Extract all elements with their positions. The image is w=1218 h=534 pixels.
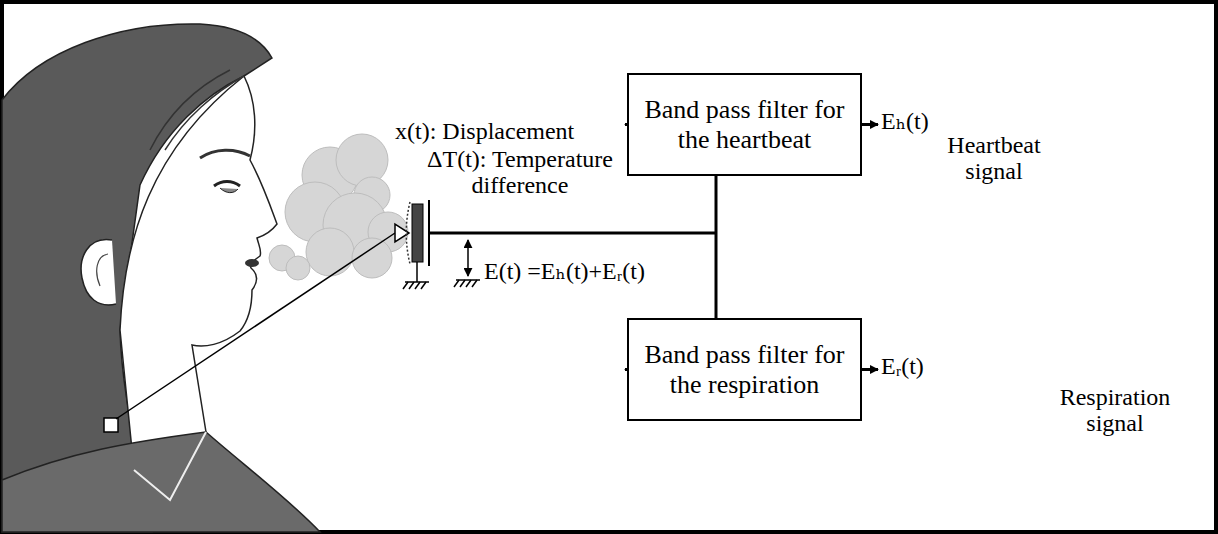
output-label: Respiration signal xyxy=(1040,384,1190,437)
eye xyxy=(220,188,238,193)
output-label: Heartbeat signal xyxy=(935,132,1053,185)
mouth xyxy=(245,259,259,267)
box-text: Band pass filter for the heartbeat xyxy=(644,95,845,155)
eyebrow xyxy=(200,150,250,158)
signal-name: E(t) =Eₕ(t)+Eᵣ(t) xyxy=(484,258,724,284)
output-wire xyxy=(862,123,878,126)
filter-box: Band pass filter for the heartbeat xyxy=(627,73,862,176)
face xyxy=(120,76,277,470)
ear-inner xyxy=(97,254,108,286)
sensor-electrode xyxy=(428,200,430,266)
filter-box: Band pass filter for the respiration xyxy=(627,318,862,421)
collar xyxy=(134,432,206,500)
sensor-element xyxy=(412,204,423,262)
ear xyxy=(81,240,116,305)
box-text: Band pass filter for the respiration xyxy=(644,340,845,400)
hair-strand xyxy=(150,70,244,150)
signal-name: Eᵣ(t) xyxy=(881,353,951,379)
output-wire xyxy=(862,368,878,371)
measurement-point xyxy=(104,418,118,432)
displacement-label: x(t): Displacement xyxy=(395,118,655,144)
temperature-label: ΔT(t): Temperature difference xyxy=(395,146,645,199)
ground-symbol xyxy=(454,280,480,287)
voltage-arrow xyxy=(467,240,469,276)
breath-cloud xyxy=(269,134,408,280)
shoulder xyxy=(2,432,320,532)
ground-symbol xyxy=(403,262,429,289)
eye-lash xyxy=(214,182,240,187)
leader-line xyxy=(116,233,395,419)
sensor-film xyxy=(406,202,410,264)
signal-name: Eₕ(t) xyxy=(881,108,951,134)
